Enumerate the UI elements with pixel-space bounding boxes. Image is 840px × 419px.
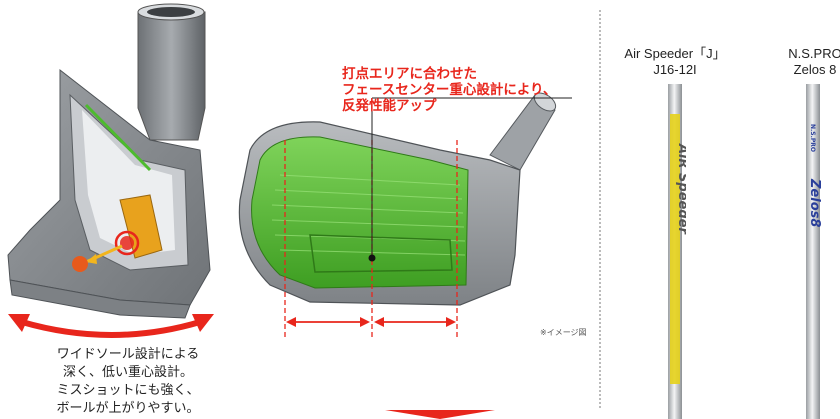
cutaway-iron-illustration — [7, 3, 211, 319]
air-speeder-shaft-text: AiR Speeder — [675, 143, 686, 235]
shaft-label-zelos: N.S.PRO Zelos 8 — [770, 46, 840, 78]
shaft-name: Air Speeder「J」 — [624, 46, 726, 61]
shaft-label-air-speeder: Air Speeder「J」 J16-12I — [615, 46, 735, 78]
callout-line: 反発性能アップ — [342, 98, 437, 114]
callout-line: 打点エリアに合わせた — [342, 66, 477, 82]
caption-line: ミスショットにも強く、 — [56, 383, 200, 398]
down-arrow — [385, 410, 495, 419]
shaft-model: Zelos 8 — [793, 62, 837, 77]
callout-line: フェースセンター重心設計により、 — [342, 82, 557, 98]
shaft-model: J16-12I — [653, 62, 697, 77]
wide-sole-arrow — [8, 314, 214, 338]
image-note: ※イメージ図 — [540, 328, 587, 337]
section-divider — [599, 10, 601, 408]
wide-sole-caption: ワイドソール設計による 深く、低い重心設計。 ミスショットにも強く、 ボールが上… — [28, 346, 228, 418]
face-center-callout: 打点エリアに合わせた フェースセンター重心設計により、 反発性能アップ — [342, 66, 582, 114]
zelos-shaft-image: N.S.PRO Zelos8 — [806, 84, 822, 419]
caption-line: ワイドソール設計による — [56, 347, 200, 362]
zelos-shaft-text: Zelos8 — [807, 178, 822, 227]
shaft-name: N.S.PRO — [788, 46, 840, 61]
caption-line: 深く、低い重心設計。 — [62, 365, 193, 380]
caption-line: ボールが上がりやすい。 — [56, 401, 200, 416]
face-center-illustration — [238, 92, 572, 340]
zelos-brand-text: N.S.PRO — [809, 124, 816, 152]
air-speeder-shaft-image: AiR Speeder — [668, 84, 686, 419]
